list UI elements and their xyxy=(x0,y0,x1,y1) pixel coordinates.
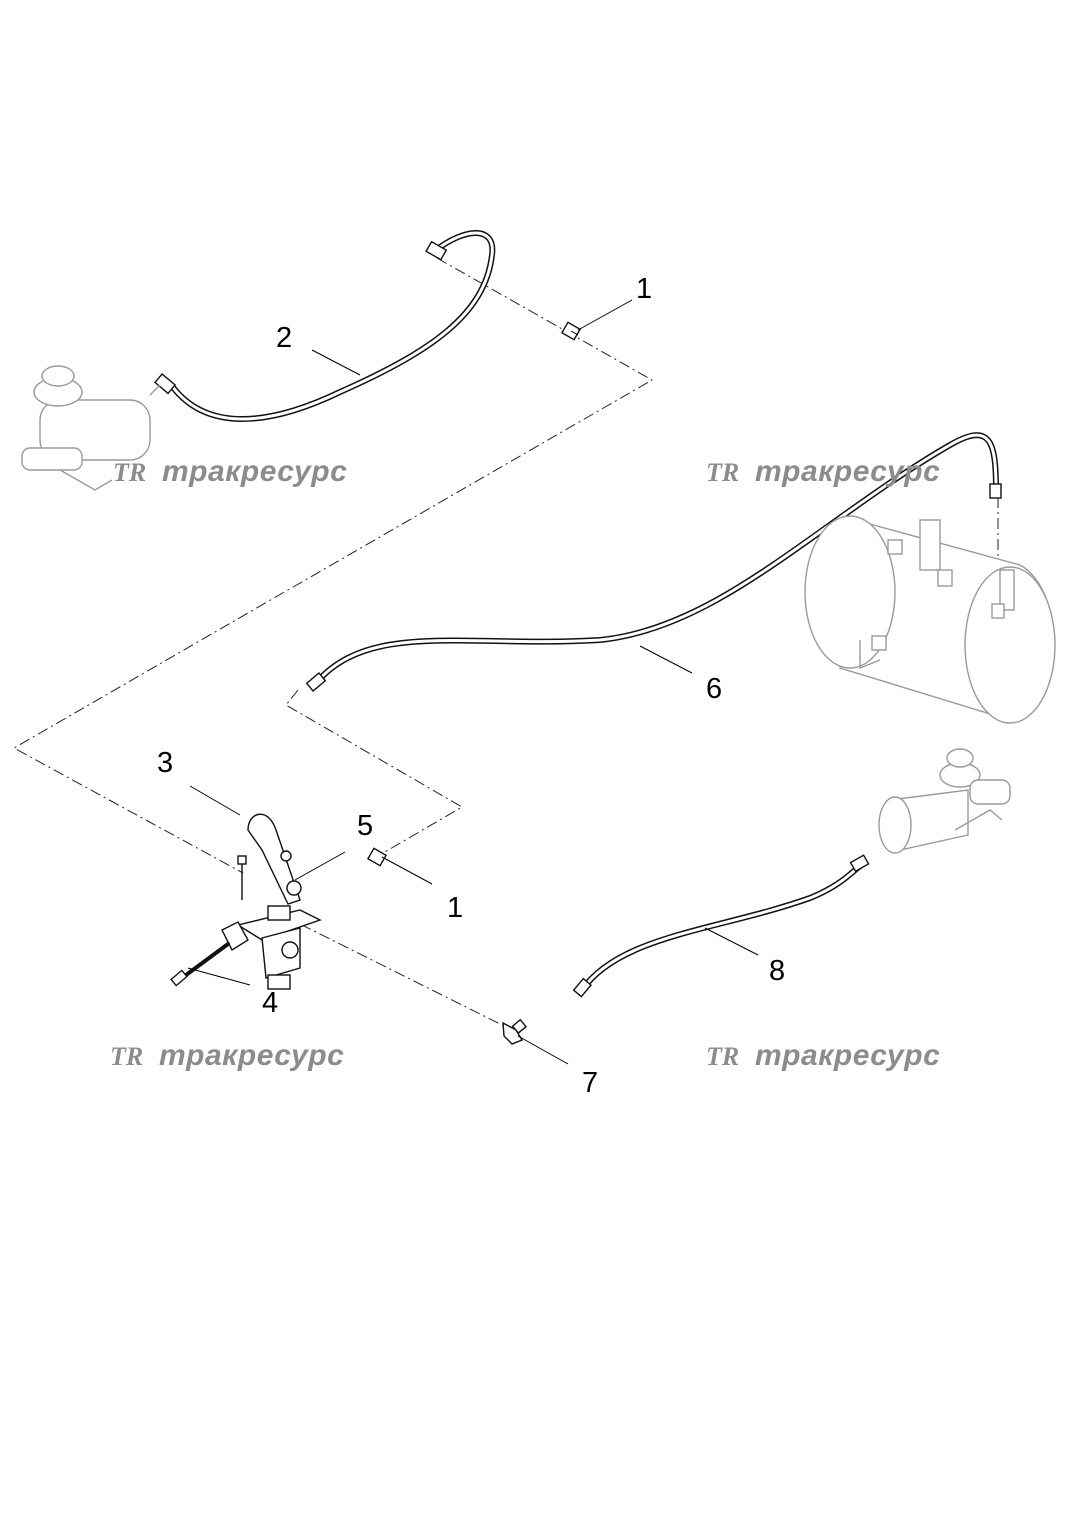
brake-valve-5 xyxy=(236,813,346,990)
callout-1-lower: 1 xyxy=(447,892,463,924)
svg-text:тракресурс: тракресурс xyxy=(755,1039,940,1072)
elbow-fitting-7 xyxy=(502,1018,528,1045)
hose-2 xyxy=(169,230,496,422)
brake-chamber-right xyxy=(878,748,1011,854)
fitting-1-upper xyxy=(560,321,582,341)
callout-6: 6 xyxy=(706,673,722,705)
fitting-1-lower xyxy=(366,847,388,867)
air-tank xyxy=(804,515,1056,724)
brake-chamber-left xyxy=(21,365,161,491)
watermark-bottom-right: TR тракресурс xyxy=(706,1039,940,1072)
hose-fittings xyxy=(154,240,1002,998)
watermark-top-right: TR тракресурс xyxy=(706,455,940,488)
svg-text:тракресурс: тракресурс xyxy=(755,455,940,488)
hose-6 xyxy=(313,432,999,686)
sensor-4 xyxy=(170,921,249,987)
callout-8: 8 xyxy=(769,955,785,987)
callout-4: 4 xyxy=(262,987,278,1019)
svg-text:тракресурс: тракресурс xyxy=(162,455,347,488)
svg-text:TR: TR xyxy=(706,458,739,487)
svg-text:TR: TR xyxy=(706,1042,739,1071)
callout-5: 5 xyxy=(357,810,373,842)
callout-7: 7 xyxy=(582,1067,598,1099)
hose-8 xyxy=(579,863,863,993)
callout-2: 2 xyxy=(276,322,292,354)
watermark-top-left: TR тракресурс xyxy=(113,455,347,488)
leader-lines xyxy=(187,299,759,1065)
svg-text:TR: TR xyxy=(113,458,146,487)
callout-numbers: 1 2 3 4 5 6 1 7 8 xyxy=(157,273,785,1099)
svg-text:тракресурс: тракресурс xyxy=(159,1039,344,1072)
bolt-3 xyxy=(237,855,247,900)
watermark-bottom-left: TR тракресурс xyxy=(110,1039,344,1072)
callout-1-upper: 1 xyxy=(636,273,652,305)
svg-text:TR: TR xyxy=(110,1042,143,1071)
callout-3: 3 xyxy=(157,747,173,779)
